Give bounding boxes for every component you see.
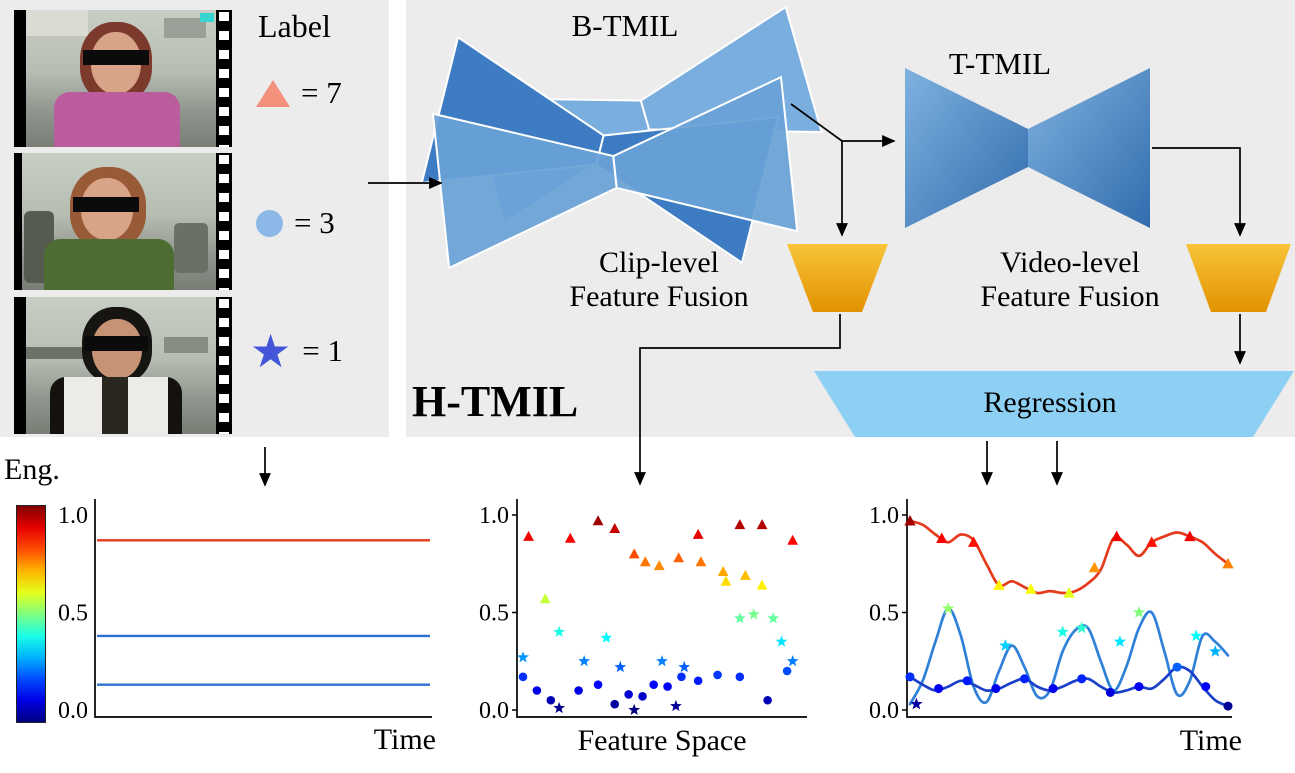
svg-text:0.5: 0.5 bbox=[479, 601, 509, 627]
person-shirt bbox=[44, 239, 174, 290]
background-shelf bbox=[164, 337, 208, 353]
svg-text:1.0: 1.0 bbox=[479, 503, 509, 529]
eye-censor-bar bbox=[84, 336, 148, 351]
b-tmil-label: B-TMIL bbox=[571, 8, 679, 43]
filmstrip-holes bbox=[219, 155, 229, 290]
background-desk bbox=[164, 18, 206, 38]
video-thumbnail-1 bbox=[14, 10, 216, 147]
model-panel bbox=[406, 0, 1295, 437]
circle-icon bbox=[256, 209, 283, 237]
letterbox-bar bbox=[14, 153, 22, 290]
svg-text:1.0: 1.0 bbox=[869, 503, 899, 529]
svg-text:0.5: 0.5 bbox=[869, 601, 899, 627]
background-shelf bbox=[26, 10, 88, 36]
clip-fusion-line2: Feature Fusion bbox=[569, 279, 749, 313]
filmstrip-icon bbox=[216, 297, 232, 434]
clip-fusion-line1: Clip-level bbox=[599, 246, 719, 279]
video-fusion-line1: Video-level bbox=[1000, 246, 1140, 279]
star-icon: ★ bbox=[250, 324, 292, 378]
t-tmil-label: T-TMIL bbox=[948, 46, 1052, 81]
video-frame-3 bbox=[14, 297, 232, 434]
background-desk bbox=[174, 223, 208, 273]
person-shirt bbox=[54, 92, 180, 147]
triangle-icon bbox=[256, 79, 290, 107]
h-tmil-title: H-TMIL bbox=[412, 377, 579, 426]
legend-item-7: = 7 bbox=[256, 70, 342, 116]
clip-fusion-label: Clip-level Feature Fusion bbox=[548, 246, 770, 313]
video-frame-2 bbox=[14, 153, 232, 290]
svg-text:0.0: 0.0 bbox=[58, 698, 88, 724]
svg-text:Time: Time bbox=[374, 723, 436, 756]
svg-text:1.0: 1.0 bbox=[58, 503, 88, 529]
video-thumbnail-3 bbox=[14, 297, 216, 434]
filmstrip-holes bbox=[219, 299, 229, 434]
svg-text:Eng.: Eng. bbox=[4, 453, 60, 486]
eye-censor-bar bbox=[83, 50, 149, 65]
legend-value-1: = 1 bbox=[302, 333, 343, 368]
svg-text:Feature Space: Feature Space bbox=[577, 724, 746, 757]
person-jacket bbox=[50, 377, 182, 434]
svg-text:Time: Time bbox=[1180, 724, 1242, 757]
letterbox-bar bbox=[14, 10, 26, 147]
label-title: Label bbox=[258, 8, 331, 44]
letterbox-bar bbox=[14, 297, 26, 434]
legend-item-3: = 3 bbox=[256, 200, 335, 246]
legend-value-3: = 3 bbox=[294, 205, 335, 240]
filmstrip-holes bbox=[219, 12, 229, 147]
filmstrip-icon bbox=[216, 10, 232, 147]
legend-value-7: = 7 bbox=[301, 75, 342, 110]
video-fusion-line2: Feature Fusion bbox=[980, 279, 1160, 313]
video-thumbnail-2 bbox=[14, 153, 216, 290]
svg-text:0.5: 0.5 bbox=[58, 601, 88, 627]
timestamp-mark bbox=[200, 13, 214, 22]
video-fusion-label: Video-level Feature Fusion bbox=[956, 246, 1184, 313]
legend-item-1: ★ = 1 bbox=[250, 328, 343, 374]
engagement-colorbar bbox=[16, 505, 46, 723]
svg-text:0.0: 0.0 bbox=[869, 698, 899, 724]
eye-censor-bar bbox=[73, 197, 139, 212]
svg-text:0.0: 0.0 bbox=[479, 698, 509, 724]
regression-label: Regression bbox=[983, 386, 1117, 419]
filmstrip-icon bbox=[216, 153, 232, 290]
video-frame-1 bbox=[14, 10, 232, 147]
